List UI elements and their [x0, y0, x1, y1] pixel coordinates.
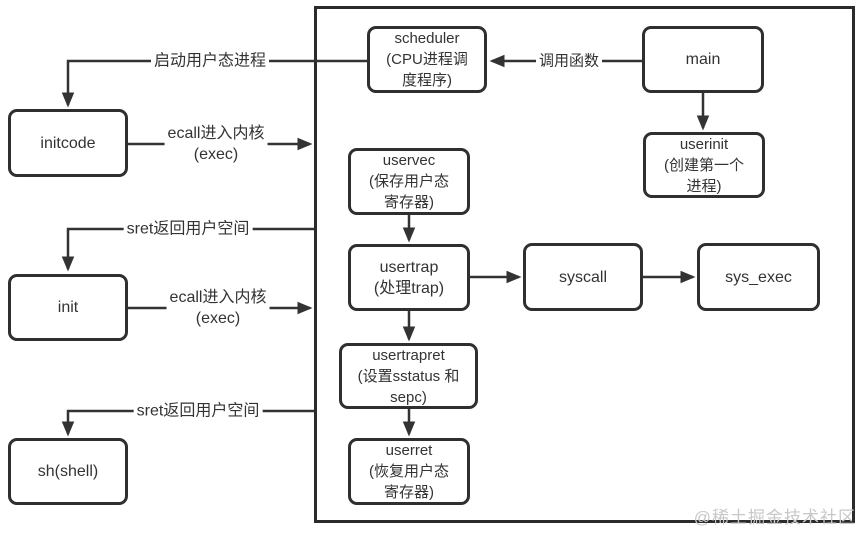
node-uservec: uservec (保存用户态 寄存器)	[348, 148, 470, 215]
node-main: main	[642, 26, 764, 93]
node-init: init	[8, 274, 128, 341]
node-scheduler: scheduler (CPU进程调 度程序)	[367, 26, 487, 93]
node-syscall: syscall	[523, 243, 643, 311]
kernel-boundary-box	[314, 6, 855, 523]
label-ecall-initcode: ecall进入内核 (exec)	[164, 123, 268, 165]
node-usertrap: usertrap (处理trap)	[348, 244, 470, 311]
watermark-text: @稀土掘金技术社区	[693, 508, 856, 527]
label-sret-shell: sret返回用户空间	[133, 400, 263, 422]
label-sret-init: sret返回用户空间	[123, 218, 253, 240]
node-usertrapret: usertrapret (设置sstatus 和 sepc)	[339, 343, 478, 409]
node-userret: userret (恢复用户态 寄存器)	[348, 438, 470, 505]
node-sys-exec: sys_exec	[697, 243, 820, 311]
label-start-user-process: 启动用户态进程	[150, 50, 270, 72]
node-initcode: initcode	[8, 109, 128, 177]
label-ecall-init: ecall进入内核 (exec)	[166, 287, 270, 329]
node-userinit: userinit (创建第一个 进程)	[643, 132, 765, 198]
label-call-function: 调用函数	[535, 50, 603, 72]
node-shell: sh(shell)	[8, 438, 128, 505]
